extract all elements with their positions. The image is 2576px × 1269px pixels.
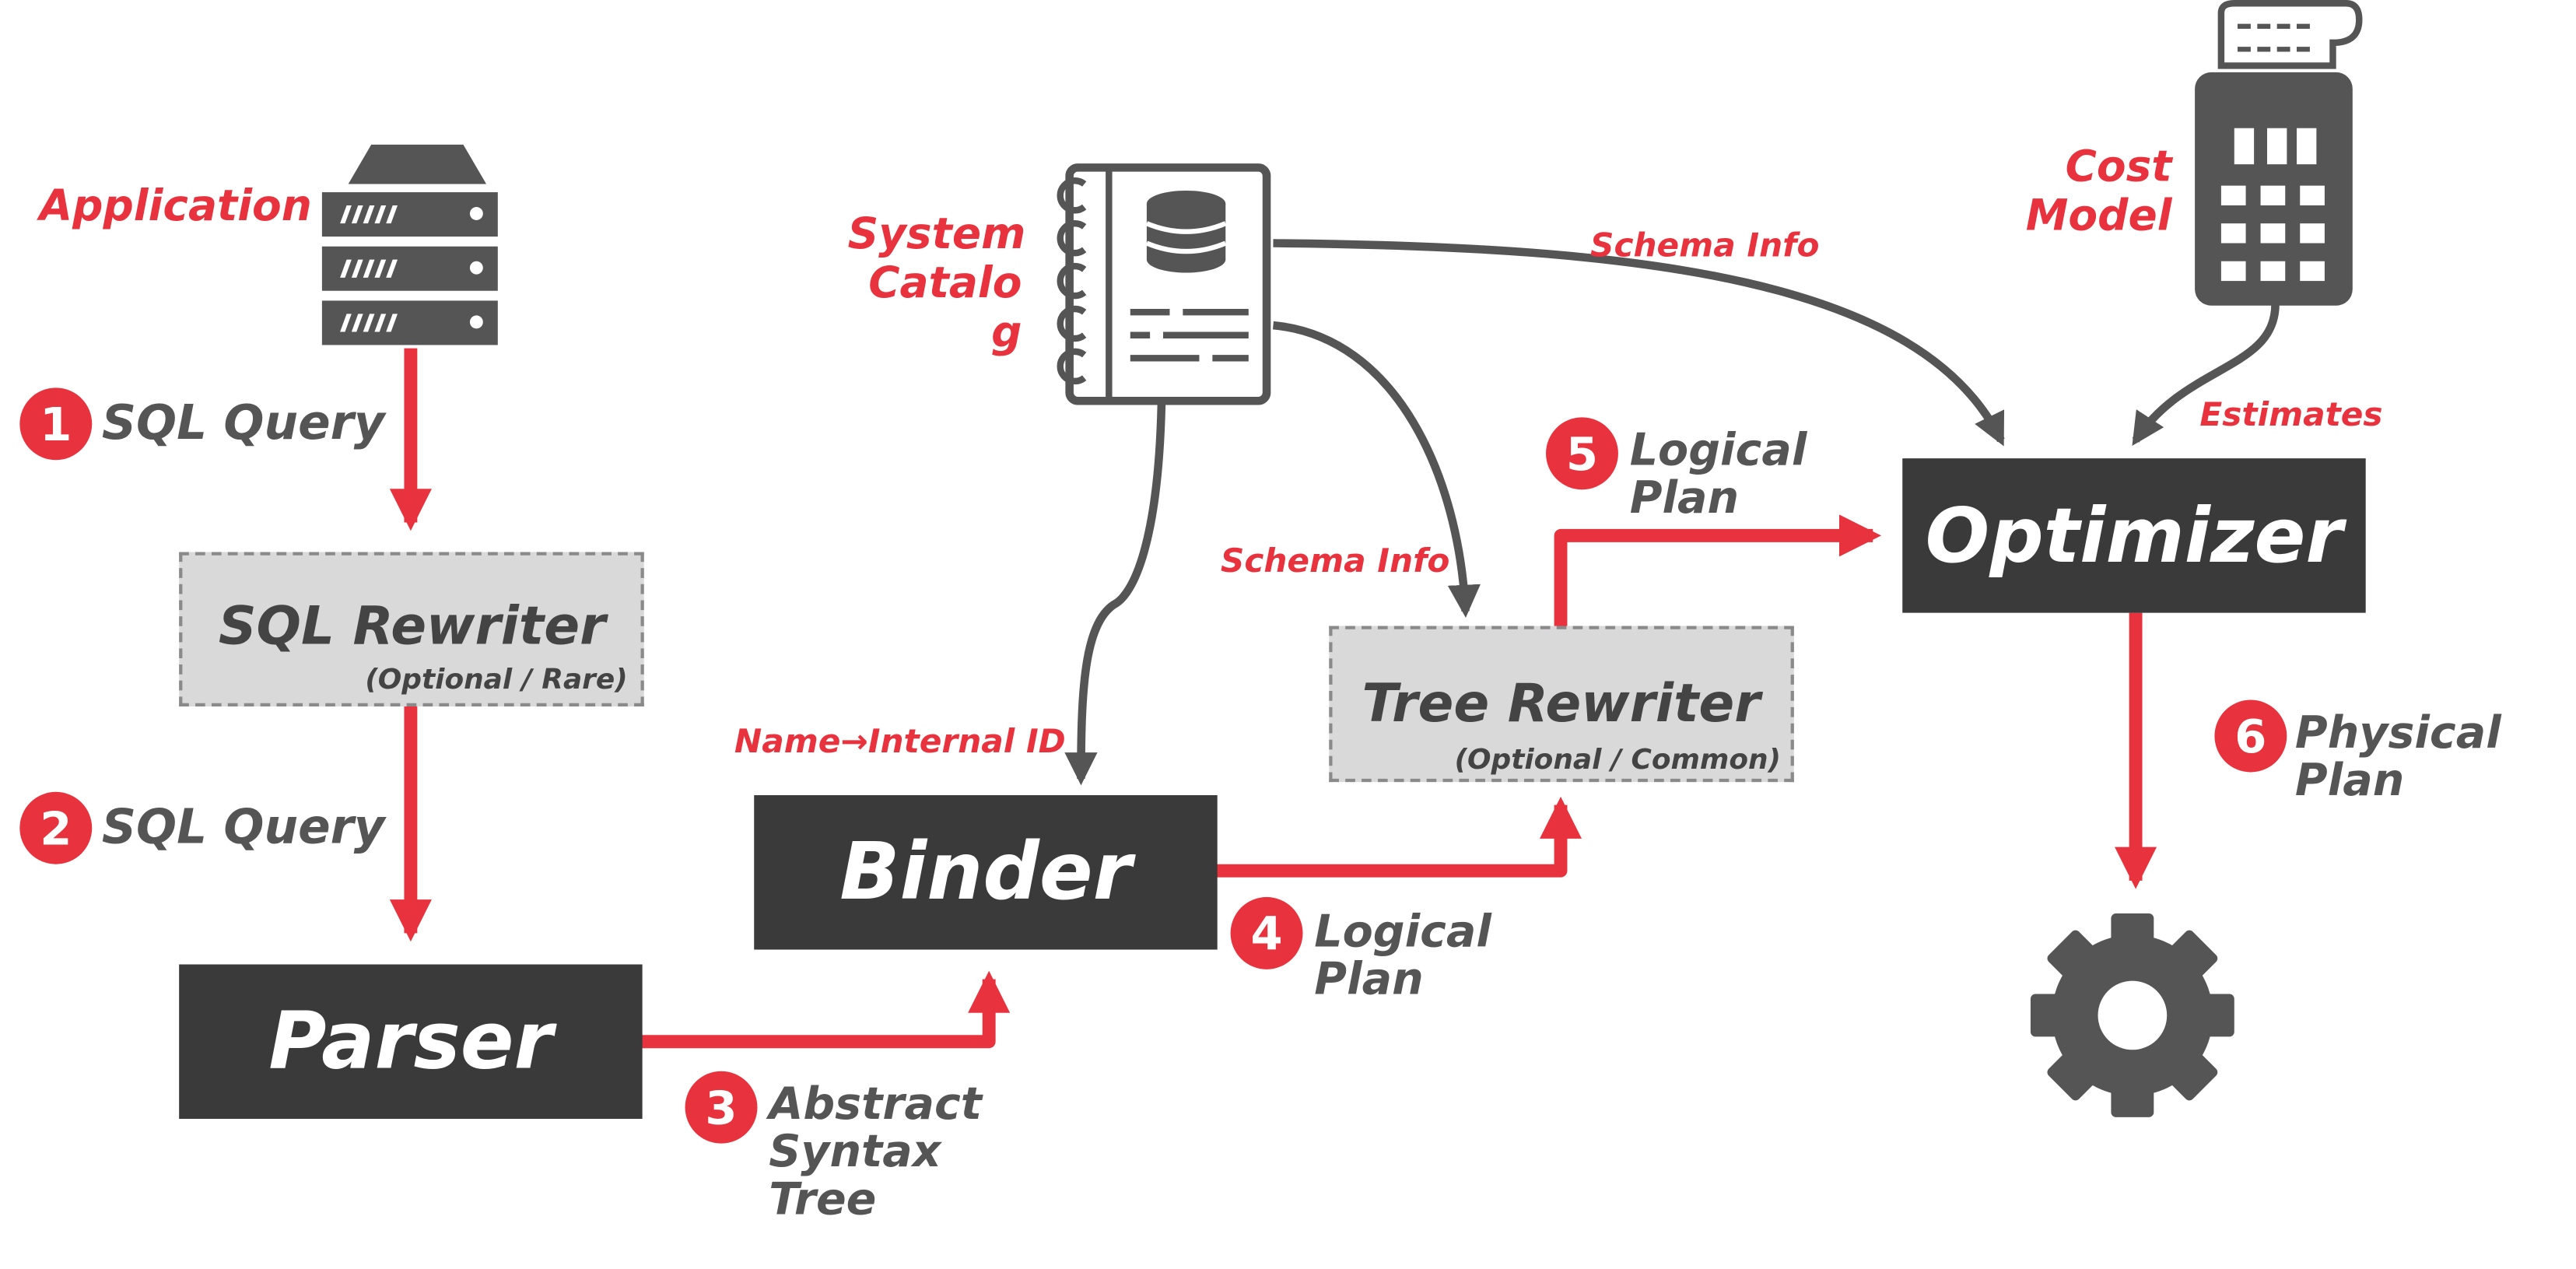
step-6-line-2: Plan (2294, 755, 2405, 807)
arrow-cost-model-to-optimizer (2132, 303, 2280, 446)
step-2-badge: 2 (19, 791, 93, 864)
step-3-line-1: Abstract (769, 1079, 983, 1131)
step-5-badge: 5 (1546, 417, 1618, 490)
system-catalog-line-1: System (847, 210, 1026, 260)
step-4-label: Logical Plan (1314, 909, 1491, 1004)
estimates-label: Estimates (2199, 394, 2383, 434)
step-6-badge: 6 (2214, 699, 2287, 773)
cost-model-line-2: Model (2025, 192, 2172, 242)
step-6-label: Physical Plan (2295, 710, 2501, 805)
tree-rewriter-title: Tree Rewriter (1362, 671, 1761, 734)
arrow-catalog-to-tree-rewriter (1272, 321, 1481, 618)
cost-model-label: Cost Model (2014, 143, 2172, 242)
system-catalog-label: System Catalo g (847, 210, 1026, 359)
arrow-catalog-to-optimizer (1273, 239, 2005, 447)
tree-rewriter-subtitle: (Optional / Common) (1454, 744, 1781, 777)
step-1-badge: 1 (19, 387, 93, 461)
calculator-icon (2195, 0, 2363, 306)
system-catalog-line-2: Catalo (868, 259, 1022, 309)
optimizer-box: Optimizer (1902, 458, 2366, 613)
step-3-badge: 3 (685, 1071, 758, 1144)
sql-rewriter-box: SQL Rewriter (Optional / Rare) (179, 552, 644, 706)
step-3-line-3: Tree (769, 1174, 877, 1226)
server-icon (321, 144, 498, 345)
cost-model-line-1: Cost (2065, 142, 2172, 193)
sql-rewriter-subtitle: (Optional / Rare) (365, 664, 628, 697)
optimizer-title: Optimizer (1925, 491, 2343, 580)
step-4-line-1: Logical (1314, 906, 1491, 959)
schema-info-top-label: Schema Info (1590, 225, 1820, 265)
name-internal-id-label: Name→Internal ID (734, 720, 1066, 761)
sql-rewriter-title: SQL Rewriter (218, 594, 606, 657)
arrow-catalog-to-binder (1064, 404, 1166, 786)
gear-icon (2030, 913, 2234, 1117)
parser-title: Parser (268, 995, 553, 1088)
step-4-line-2: Plan (1314, 954, 1424, 1006)
arrow-binder-to-tree-rewriter (1215, 796, 1582, 878)
arrow-parser-to-binder (640, 970, 1011, 1049)
schema-info-mid-label: Schema Info (1220, 540, 1450, 580)
step-6-line-1: Physical (2294, 708, 2501, 759)
step-2-label: SQL Query (101, 798, 385, 855)
step-4-badge: 4 (1230, 896, 1303, 969)
arrow-tree-rewriter-to-optimizer (1554, 514, 1882, 628)
step-5-line-1: Logical (1629, 425, 1807, 477)
system-catalog-line-3: g (991, 308, 1022, 359)
application-label: Application (39, 182, 312, 232)
step-3-label: Abstract Syntax Tree (769, 1081, 982, 1224)
binder-box: Binder (754, 795, 1218, 950)
step-5-line-2: Plan (1629, 473, 1740, 524)
parser-box: Parser (179, 964, 643, 1119)
catalog-notebook-icon (1057, 163, 1271, 405)
tree-rewriter-box: Tree Rewriter (Optional / Common) (1329, 626, 1794, 783)
binder-title: Binder (839, 826, 1132, 919)
step-5-label: Logical Plan (1630, 427, 1807, 522)
step-1-label: SQL Query (101, 394, 385, 450)
step-3-line-2: Syntax (769, 1127, 941, 1179)
